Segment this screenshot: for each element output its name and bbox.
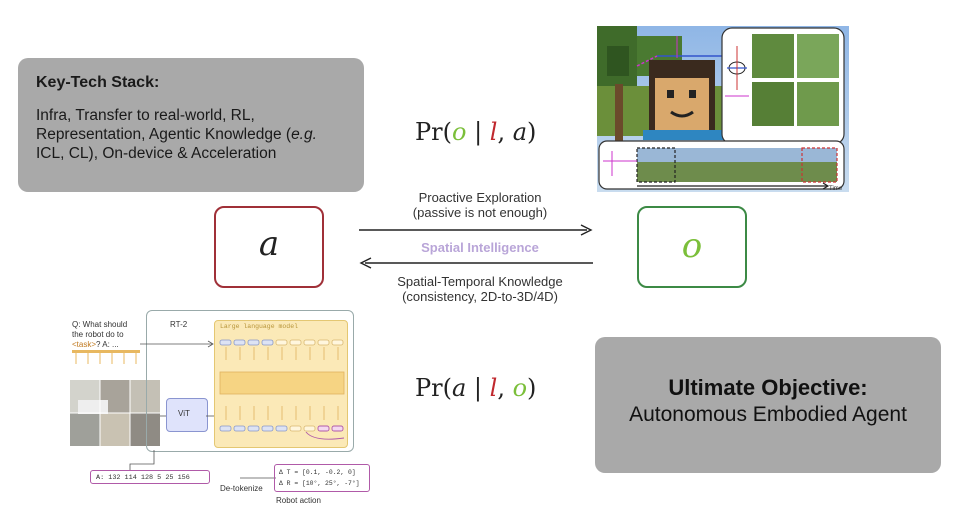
proactive-exploration-line-2: (passive is not enough) (412, 205, 548, 220)
key-tech-line-2-text: Representation, Agentic Knowledge ( (36, 126, 292, 143)
question-tokens (72, 350, 140, 364)
arrows-graphic (359, 224, 593, 269)
spatial-temporal-line-2: (consistency, 2D-to-3D/4D) (402, 289, 558, 304)
formula-comma: , (497, 374, 513, 402)
detokenize-flow (129, 450, 276, 479)
formula-comma: , (497, 118, 513, 146)
spatial-intelligence-label: Spatial Intelligence (421, 240, 539, 255)
rt2-connectors (140, 340, 214, 417)
rt2-question: Q: What should the robot do to <task>? A… (72, 320, 127, 350)
key-tech-line-3: ICL, CL), On-device & Acceleration (36, 145, 277, 162)
action-label: a (258, 224, 280, 264)
rt2-task-token: <task> (72, 340, 97, 349)
key-tech-body: Infra, Transfer to real-world, RL, Repre… (36, 106, 356, 163)
formula-a: a (512, 118, 528, 146)
formula-l: l (489, 374, 498, 402)
right-arrow-head (580, 224, 593, 236)
formula-action: Pr(a | l, o) (415, 374, 536, 402)
time-label: Time (829, 186, 843, 192)
minecraft-agent-image: Time (597, 26, 849, 192)
formula-o: o (451, 118, 467, 146)
frame-start (636, 147, 676, 183)
ultimate-objective-title: Ultimate Objective: (668, 375, 868, 400)
key-tech-line-2: Representation, Agentic Knowledge (e.g. (36, 125, 356, 144)
rt2-diagram: Q: What should the robot do to <task>? A… (60, 308, 370, 508)
vit-label: ViT (178, 409, 190, 418)
proactive-exploration-text: Proactive Exploration (passive is not en… (380, 190, 580, 220)
observation-box: o (637, 206, 747, 288)
frame-end (801, 147, 838, 183)
formula-close: ) (527, 118, 537, 146)
delta-r: Δ R = [10°, 25°, -7°] (279, 480, 360, 487)
formula-pr: Pr( (415, 118, 452, 146)
spatial-temporal-text: Spatial-Temporal Knowledge (consistency,… (370, 274, 590, 304)
left-arrow-head (359, 257, 372, 269)
formula-observation: Pr(o | l, a) (415, 118, 536, 146)
action-box: a (214, 206, 324, 288)
formula-a: a (451, 374, 467, 402)
rt2-question-rest: ? A: ... (96, 340, 119, 349)
vit-box (166, 398, 208, 432)
character-face (655, 78, 709, 130)
robot-action-label: Robot action (276, 496, 321, 505)
llm-internals (219, 339, 345, 440)
ultimate-objective-box: Ultimate Objective: Autonomous Embodied … (595, 337, 941, 473)
robot-camera-image (70, 380, 160, 446)
robot-action-values: Δ T = [0.1, -0.2, 0] Δ R = [10°, 25°, -7… (274, 464, 370, 492)
ultimate-objective-subtitle: Autonomous Embodied Agent (629, 403, 907, 426)
proactive-exploration-line-1: Proactive Exploration (418, 190, 542, 205)
spatial-temporal-line-1: Spatial-Temporal Knowledge (397, 274, 563, 289)
rt2-question-line-3: <task>? A: ... (72, 340, 127, 350)
formula-pr: Pr( (415, 374, 452, 402)
rt2-title: RT-2 (170, 320, 188, 329)
llm-label: Large language model (220, 323, 299, 330)
key-tech-stack-box: Key-Tech Stack: Infra, Transfer to real-… (18, 58, 364, 192)
delta-t: Δ T = [0.1, -0.2, 0] (279, 469, 356, 476)
formula-bar: | (466, 118, 490, 146)
rt2-question-line-1: Q: What should (72, 320, 128, 329)
key-tech-eg: e.g. (291, 126, 317, 143)
formula-l: l (489, 118, 498, 146)
formula-bar: | (466, 374, 490, 402)
formula-o: o (512, 374, 528, 402)
rt2-container (146, 310, 354, 452)
action-tokens: A: 132 114 128 5 25 156 (90, 470, 210, 484)
rt2-question-line-2: the robot do to (72, 330, 124, 339)
formula-close: ) (527, 374, 537, 402)
detokenize-label: De-tokenize (220, 484, 263, 493)
key-tech-title: Key-Tech Stack: (36, 74, 160, 91)
observation-label: o (681, 226, 703, 266)
key-tech-line-1: Infra, Transfer to real-world, RL, (36, 107, 255, 124)
